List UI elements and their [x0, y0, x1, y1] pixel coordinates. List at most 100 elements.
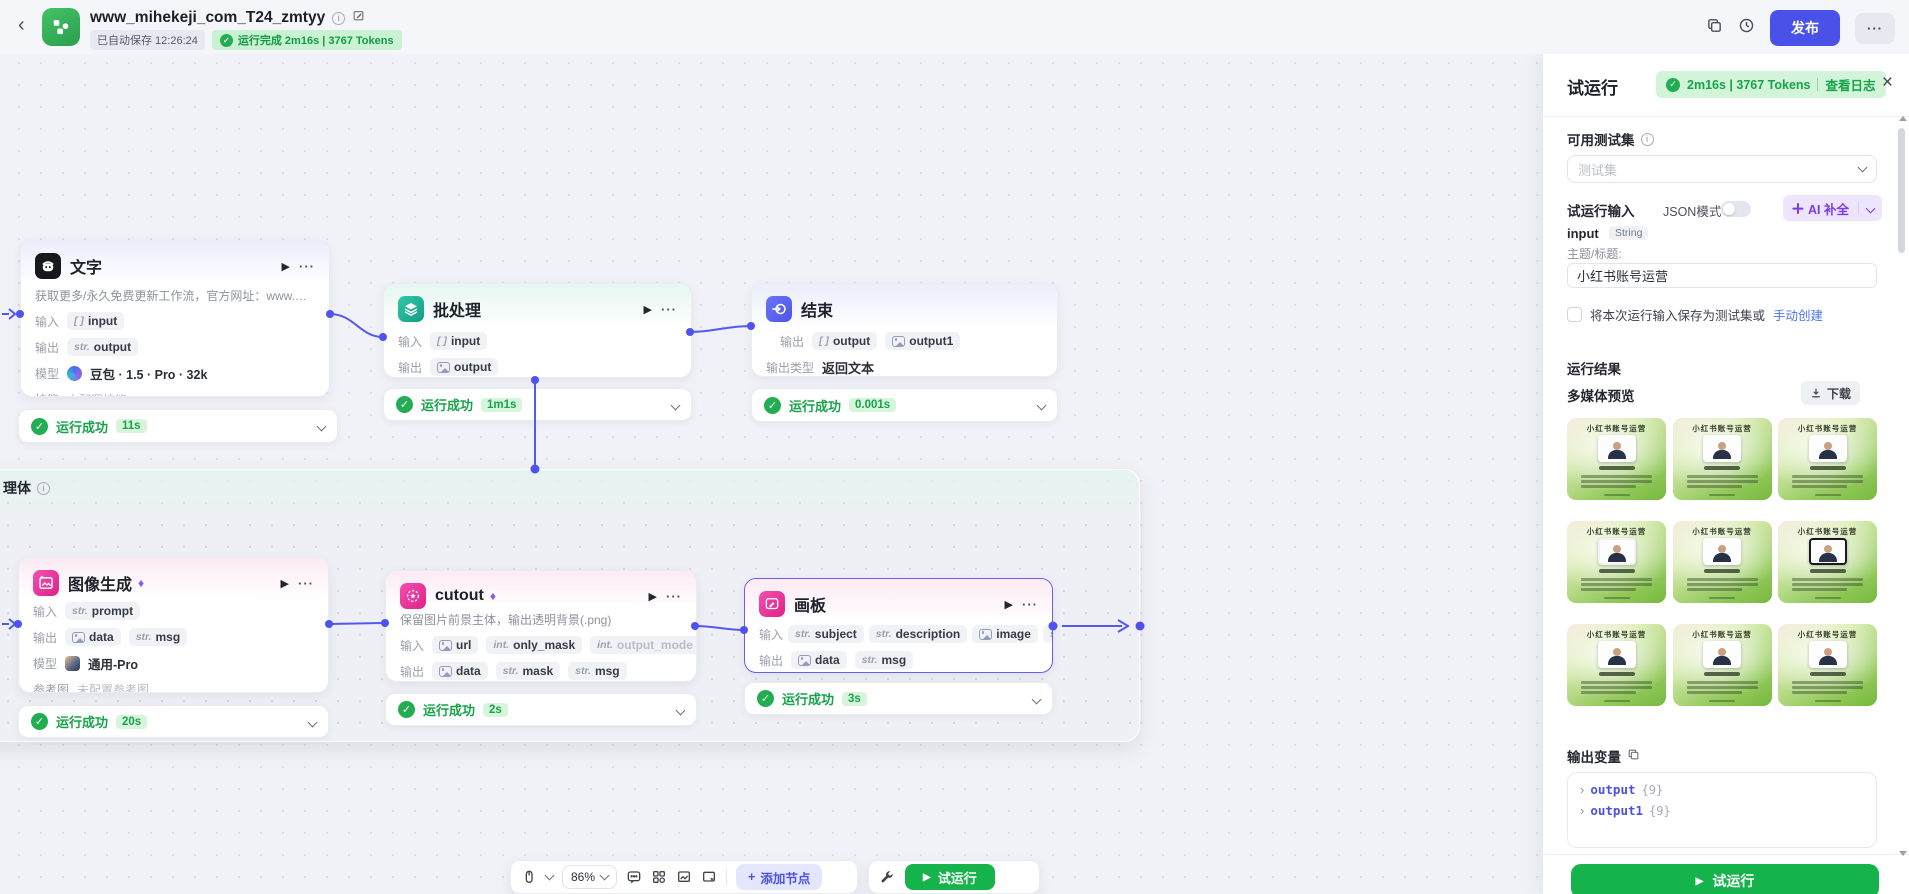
- node-imagegen[interactable]: 图像生成 ♦ ▶ ··· 输入 str.prompt 输出 data str.m…: [18, 557, 329, 693]
- node-more-icon[interactable]: ···: [298, 575, 314, 591]
- media-thumbnail[interactable]: 小红书账号运营: [1672, 624, 1772, 706]
- node-more-icon[interactable]: ···: [1022, 596, 1038, 612]
- run-complete-badge[interactable]: ✓ 运行完成 2m16s | 3767 Tokens: [211, 30, 402, 50]
- media-thumbnail[interactable]: 小红书账号运营: [1567, 521, 1666, 603]
- node-status-end[interactable]: ✓ 运行成功 0.001s: [751, 388, 1058, 422]
- test-run-button[interactable]: ▶ 试运行: [905, 864, 995, 890]
- scroll-down-icon[interactable]: [1899, 851, 1907, 856]
- media-thumbnail[interactable]: 小红书账号运营: [1567, 624, 1666, 706]
- chevron-down-icon[interactable]: [1031, 690, 1042, 708]
- node-run-icon[interactable]: ▶: [281, 260, 290, 273]
- node-run-icon[interactable]: ▶: [648, 590, 657, 603]
- node-status-cutout[interactable]: ✓ 运行成功 2s: [385, 693, 697, 726]
- save-testset-checkbox[interactable]: [1567, 307, 1582, 322]
- node-text[interactable]: 文字 ▶ ··· 获取更多/永久免费更新工作流，官方网址：www.mihekej…: [20, 240, 330, 397]
- status-label: 运行成功: [423, 703, 476, 718]
- download-button[interactable]: 下载: [1801, 381, 1861, 405]
- image-type-icon: [439, 639, 453, 651]
- node-run-icon[interactable]: ▶: [1004, 598, 1013, 611]
- topic-input[interactable]: [1567, 263, 1877, 288]
- more-menu-button[interactable]: ···: [1855, 12, 1895, 44]
- node-board[interactable]: 画板 ▶ ··· 输入 str.subject str.description …: [744, 578, 1053, 673]
- chevron-down-icon[interactable]: [1036, 396, 1047, 414]
- copy-icon[interactable]: [1627, 748, 1640, 764]
- history-icon[interactable]: [1738, 17, 1755, 39]
- param-pill: str.msg: [128, 628, 188, 646]
- layout-grid-icon[interactable]: [651, 869, 667, 885]
- pointer-mode-icon[interactable]: [521, 869, 537, 885]
- thumbnail-title: 小红书账号运营: [1586, 630, 1647, 639]
- edit-icon[interactable]: [352, 9, 365, 27]
- plugin-diamond-icon: ♦: [489, 589, 496, 603]
- media-thumbnail[interactable]: 小红书账号运营: [1778, 418, 1877, 500]
- media-thumbnail[interactable]: 小红书账号运营: [1778, 624, 1877, 706]
- thumbnail-title: 小红书账号运营: [1692, 630, 1752, 639]
- thumbnail-title: 小红书账号运营: [1692, 424, 1752, 433]
- image-type-icon: [437, 361, 451, 373]
- node-status-text[interactable]: ✓ 运行成功 11s: [18, 409, 338, 443]
- view-log-link[interactable]: 查看日志: [1825, 79, 1876, 93]
- chevron-down-icon[interactable]: [670, 396, 681, 414]
- copy-icon[interactable]: [1706, 17, 1723, 39]
- person-figure: [1607, 450, 1626, 459]
- node-more-icon[interactable]: ···: [299, 258, 315, 274]
- media-thumbnail[interactable]: 小红书账号运营: [1778, 521, 1877, 603]
- media-thumbnail[interactable]: 小红书账号运营: [1567, 418, 1666, 500]
- node-run-icon[interactable]: ▶: [280, 577, 289, 590]
- status-time: 1m1s: [481, 397, 523, 412]
- row-label: 输出: [398, 360, 423, 375]
- scroll-up-icon[interactable]: [1899, 116, 1907, 121]
- param-pill: str.description: [868, 625, 968, 643]
- info-icon[interactable]: [1640, 132, 1654, 146]
- output-type-value: 返回文本: [822, 361, 875, 376]
- chevron-down-icon[interactable]: [307, 713, 318, 731]
- json-mode-toggle[interactable]: [1721, 201, 1751, 217]
- scrollbar-thumb[interactable]: [1898, 128, 1905, 253]
- chevron-down-icon[interactable]: [316, 417, 327, 435]
- divider: [726, 869, 728, 885]
- chevron-down-icon[interactable]: [675, 701, 686, 719]
- play-icon: ▶: [923, 871, 931, 883]
- node-cutout[interactable]: cutout ♦ ▶ ··· 保留图片前景主体，输出透明背景(.png) 输入 …: [385, 570, 697, 682]
- panel-scrollbar[interactable]: [1897, 116, 1907, 856]
- node-status-batch[interactable]: ✓ 运行成功 1m1s: [383, 388, 692, 421]
- chevron-down-icon: [1857, 162, 1868, 173]
- media-thumbnail[interactable]: 小红书账号运营: [1672, 418, 1772, 500]
- output-var-row[interactable]: › output1 {9}: [1580, 803, 1864, 818]
- close-icon[interactable]: ×: [1881, 72, 1893, 93]
- node-more-icon[interactable]: ···: [666, 588, 682, 604]
- row-label: 输出类型: [766, 361, 815, 375]
- node-description: 获取更多/永久免费更新工作流，官方网址：www.mihekeji.co…: [35, 289, 329, 303]
- chevron-down-icon[interactable]: [544, 870, 555, 881]
- ai-complete-button[interactable]: AI 补全: [1783, 195, 1882, 221]
- frame-select-icon[interactable]: [701, 869, 717, 885]
- thumbnail-subtitle-bar: [1704, 569, 1740, 573]
- node-end[interactable]: 结束 输出 [ ]output output1 输出类型 返回文本: [751, 283, 1058, 377]
- wrench-icon[interactable]: [879, 869, 895, 885]
- output-var-row[interactable]: › output {9}: [1580, 782, 1864, 797]
- thumbnail-subtitle-bar: [1809, 466, 1846, 470]
- run-summary-badge[interactable]: ✓ 2m16s | 3767 Tokens 查看日志: [1656, 71, 1886, 98]
- node-status-imagegen[interactable]: ✓ 运行成功 20s: [18, 705, 329, 738]
- text-node-icon: [35, 253, 61, 279]
- add-node-button[interactable]: + 添加节点: [736, 864, 823, 890]
- node-batch[interactable]: 批处理 ▶ ··· 输入 [ ]input 输出 output: [383, 283, 692, 378]
- node-status-board[interactable]: ✓ 运行成功 3s: [744, 682, 1053, 715]
- panel-test-run-button[interactable]: ▶ 试运行: [1571, 864, 1879, 894]
- zoom-select[interactable]: 86%: [562, 865, 618, 889]
- media-thumbnail[interactable]: 小红书账号运营: [1672, 521, 1772, 603]
- person-figure: [1818, 450, 1837, 459]
- back-button[interactable]: ‹: [18, 14, 25, 36]
- testset-select[interactable]: 测试集: [1567, 155, 1877, 183]
- panel-title: 试运行: [1567, 79, 1618, 98]
- comment-icon[interactable]: [626, 869, 642, 885]
- publish-button[interactable]: 发布: [1770, 10, 1840, 46]
- manual-create-link[interactable]: 手动创建: [1773, 309, 1824, 323]
- node-run-icon[interactable]: ▶: [643, 303, 652, 316]
- info-icon[interactable]: [332, 11, 346, 25]
- export-image-icon[interactable]: [676, 869, 692, 885]
- model-avatar: [65, 656, 81, 671]
- node-more-icon[interactable]: ···: [661, 301, 677, 317]
- chevron-down-icon[interactable]: [1859, 199, 1882, 217]
